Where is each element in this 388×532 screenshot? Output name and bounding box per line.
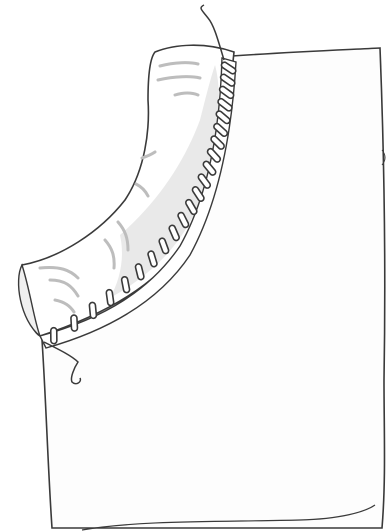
stitch-loop <box>89 302 97 319</box>
stitch-loop <box>71 315 78 331</box>
stitch-loop <box>106 289 114 306</box>
stitch-loop <box>51 328 57 344</box>
